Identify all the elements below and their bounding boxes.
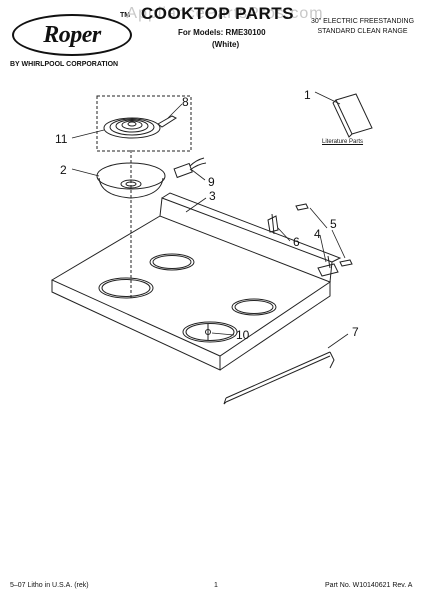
page-title: COOKTOP PARTS: [141, 4, 294, 23]
screw-pair: [295, 203, 353, 267]
callout-5: 5: [330, 217, 337, 231]
roper-logo: Roper: [12, 14, 132, 56]
callout-3: 3: [209, 189, 216, 203]
callout-2: 2: [60, 163, 67, 177]
trademark-mark: TM: [120, 12, 131, 19]
literature-book: [332, 93, 373, 138]
callout-11: 11: [55, 132, 68, 146]
logo-text: Roper: [43, 21, 101, 48]
element-detail-box: [96, 95, 192, 152]
mounting-clip: [267, 213, 279, 235]
screw: [205, 324, 211, 340]
receptacle: [173, 157, 207, 179]
callout-9: 9: [208, 175, 215, 189]
models-line: For Models: RME30100: [178, 28, 266, 37]
surface-element: [103, 115, 178, 139]
part-number: Part No. W10140621 Rev. A: [325, 582, 413, 589]
watermark: AppliancePartsPros.com: [126, 5, 324, 22]
range-description-line1: 30" ELECTRIC FREESTANDING: [310, 18, 415, 25]
callout-7: 7: [352, 325, 359, 339]
callout-6: 6: [293, 235, 300, 249]
page-number: 1: [214, 582, 218, 589]
support-rod: [223, 351, 335, 405]
litho-note: 5–07 Litho in U.S.A. (rek): [10, 582, 89, 589]
callout-8: 8: [182, 95, 189, 109]
callout-1: 1: [304, 88, 311, 102]
hinge-bracket: [317, 255, 339, 277]
byline: BY WHIRLPOOL CORPORATION: [10, 61, 119, 68]
color-line: (White): [212, 40, 240, 49]
callout-4: 4: [314, 227, 321, 241]
literature-parts-label: Literature Parts: [322, 139, 364, 145]
cooktop: [50, 192, 342, 371]
callout-10: 10: [236, 328, 250, 342]
range-description-line2: STANDARD CLEAN RANGE: [317, 28, 408, 35]
